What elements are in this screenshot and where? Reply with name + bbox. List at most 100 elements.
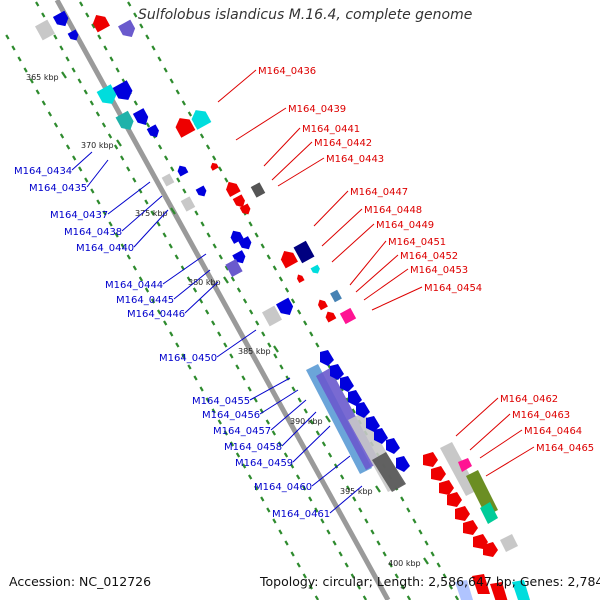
gene-label[interactable]: M164_0443: [326, 154, 384, 165]
gene-arrow[interactable]: [177, 165, 189, 177]
gene-arrow[interactable]: [423, 452, 438, 467]
gene-block[interactable]: [372, 452, 406, 492]
gene-block[interactable]: [455, 580, 473, 600]
gene-label[interactable]: M164_0438: [64, 227, 122, 238]
gene-arrow[interactable]: [463, 520, 478, 535]
gene-label[interactable]: M164_0435: [29, 183, 87, 194]
gene-label[interactable]: M164_0444: [105, 280, 163, 291]
gene-arrow[interactable]: [296, 274, 305, 283]
gene-arrow[interactable]: [356, 402, 370, 418]
gene-arrow[interactable]: [366, 416, 380, 432]
gene-label[interactable]: M164_0442: [314, 138, 372, 149]
gene-arrow[interactable]: [310, 264, 320, 274]
gene-arrow[interactable]: [118, 19, 136, 38]
label-leader: [371, 286, 423, 311]
label-leader: [292, 425, 331, 463]
gene-label[interactable]: M164_0437: [50, 210, 108, 221]
gene-label[interactable]: M164_0464: [524, 426, 582, 437]
gene-label[interactable]: M164_0457: [213, 426, 271, 437]
gene-label[interactable]: M164_0449: [376, 220, 434, 231]
gene-label[interactable]: M164_0440: [76, 243, 134, 254]
gene-arrow[interactable]: [67, 29, 79, 41]
gene-arrow[interactable]: [115, 110, 134, 130]
gene-block[interactable]: [512, 580, 530, 600]
gene-block[interactable]: [440, 442, 478, 496]
gene-block[interactable]: [458, 458, 472, 472]
gene-block[interactable]: [339, 307, 357, 325]
label-leader: [485, 446, 535, 477]
gene-block[interactable]: [330, 289, 342, 303]
gene-arrow[interactable]: [239, 203, 251, 215]
gene-label[interactable]: M164_0448: [364, 205, 422, 216]
gene-arrow[interactable]: [132, 108, 149, 126]
gene-arrow[interactable]: [280, 250, 298, 269]
gene-label[interactable]: M164_0459: [235, 458, 293, 469]
gene-block[interactable]: [472, 574, 490, 594]
gene-arrow[interactable]: [175, 118, 196, 138]
label-leader: [107, 181, 151, 215]
gene-block[interactable]: [225, 258, 243, 278]
gene-arrow[interactable]: [226, 181, 241, 198]
gene-block[interactable]: [180, 196, 196, 212]
gene-arrow[interactable]: [52, 10, 69, 27]
gene-label[interactable]: M164_0436: [258, 66, 316, 77]
gene-arrow[interactable]: [191, 110, 212, 130]
gene-arrow[interactable]: [348, 390, 362, 406]
gene-label[interactable]: M164_0465: [536, 443, 594, 454]
gene-label[interactable]: M164_0455: [192, 396, 250, 407]
gene-block[interactable]: [490, 582, 508, 600]
gene-label[interactable]: M164_0463: [512, 410, 570, 421]
gene-label[interactable]: M164_0461: [272, 509, 330, 520]
gene-arrow[interactable]: [330, 364, 344, 380]
gene-label[interactable]: M164_0441: [302, 124, 360, 135]
label-leader: [313, 190, 349, 227]
label-leader: [355, 254, 399, 293]
gene-label[interactable]: M164_0453: [410, 265, 468, 276]
gene-label[interactable]: M164_0456: [202, 410, 260, 421]
gene-arrow[interactable]: [96, 84, 117, 104]
gene-arrow[interactable]: [92, 14, 110, 33]
gene-label[interactable]: M164_0434: [14, 166, 72, 177]
gene-arrow[interactable]: [112, 80, 133, 100]
gene-arrow[interactable]: [483, 542, 498, 557]
gene-label[interactable]: M164_0460: [254, 482, 312, 493]
kbp-tick: [423, 557, 429, 565]
gene-arrow[interactable]: [210, 162, 219, 171]
gene-arrow[interactable]: [195, 185, 207, 197]
gene-arrow[interactable]: [276, 297, 294, 316]
gene-arrow[interactable]: [146, 124, 159, 138]
gene-label[interactable]: M164_0447: [350, 187, 408, 198]
gene-arrow[interactable]: [396, 456, 410, 472]
gene-arrow[interactable]: [431, 466, 446, 481]
gene-label[interactable]: M164_0458: [224, 442, 282, 453]
gene-arrow[interactable]: [447, 492, 462, 507]
gene-block[interactable]: [250, 182, 266, 198]
gene-label[interactable]: M164_0451: [388, 237, 446, 248]
gene-block[interactable]: [480, 502, 498, 524]
gene-block[interactable]: [161, 173, 175, 187]
gene-arrow[interactable]: [318, 299, 328, 311]
gene-arrow[interactable]: [320, 350, 334, 366]
gene-label[interactable]: M164_0446: [127, 309, 185, 320]
gene-block[interactable]: [35, 19, 55, 41]
gene-arrow[interactable]: [340, 376, 354, 392]
gene-arrow[interactable]: [439, 480, 454, 495]
gene-block[interactable]: [293, 240, 315, 264]
gene-arrow[interactable]: [232, 194, 245, 208]
gene-arrow[interactable]: [238, 236, 252, 250]
gene-label[interactable]: M164_0445: [116, 295, 174, 306]
gene-block[interactable]: [500, 534, 518, 552]
gene-label[interactable]: M164_0454: [424, 283, 482, 294]
gene-label[interactable]: M164_0450: [159, 353, 217, 364]
gene-arrow[interactable]: [374, 428, 388, 444]
gene-label[interactable]: M164_0452: [400, 251, 458, 262]
gene-arrow[interactable]: [386, 438, 400, 454]
gene-arrow[interactable]: [230, 230, 244, 244]
gene-label[interactable]: M164_0462: [500, 394, 558, 405]
kbp-tick: [116, 139, 122, 147]
gene-label[interactable]: M164_0439: [288, 104, 346, 115]
gene-arrow[interactable]: [325, 311, 337, 323]
gene-arrow[interactable]: [455, 506, 470, 521]
gene-block[interactable]: [262, 305, 282, 327]
